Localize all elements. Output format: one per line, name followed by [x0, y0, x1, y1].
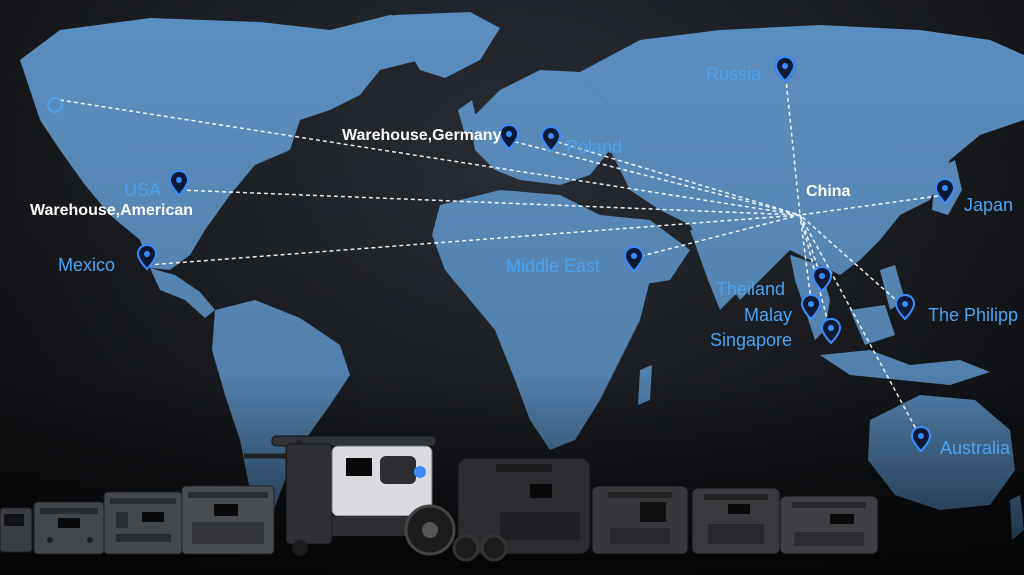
route-mexico	[147, 214, 801, 266]
route-thailand	[799, 214, 823, 281]
label-poland: Poland	[566, 137, 623, 157]
label-japan: Japan	[964, 195, 1014, 215]
label-malay: Malay	[744, 305, 793, 325]
location-pin-icon	[498, 124, 520, 150]
location-pin-icon	[910, 426, 932, 452]
origin-circle-icon	[47, 97, 63, 113]
location-pin-icon	[540, 126, 562, 152]
route-usa	[179, 189, 801, 216]
location-pin-icon	[811, 266, 833, 292]
route-japan	[799, 194, 946, 216]
route-origin-to-hub	[59, 99, 801, 216]
label-singapore: Singapore	[710, 330, 793, 350]
label-middle-east: Middle East	[506, 256, 601, 276]
route-middle-east	[633, 214, 801, 259]
location-pin-icon	[820, 318, 842, 344]
route-germany	[507, 139, 801, 216]
route-philippines	[799, 214, 906, 309]
label-warehouse-american: Warehouse,American	[30, 202, 194, 219]
label-philippines: The Philipp	[928, 305, 1019, 325]
location-pin-icon	[168, 170, 190, 196]
location-pin-icon	[894, 294, 916, 320]
label-australia: Australia	[940, 438, 1011, 458]
label-thailand: Theiland	[716, 279, 786, 299]
route-russia	[784, 69, 801, 216]
location-pin-icon	[774, 56, 796, 82]
label-russia: Russia	[706, 64, 762, 84]
location-pin-icon	[934, 178, 956, 204]
location-pin-icon	[623, 246, 645, 272]
label-mexico: Mexico	[58, 255, 116, 275]
location-pin-icon	[800, 294, 822, 320]
label-china: China	[806, 183, 851, 200]
shipping-routes	[59, 69, 946, 441]
route-malay	[799, 214, 813, 309]
route-australia	[799, 214, 923, 441]
location-pin-icon	[136, 244, 158, 270]
route-poland	[550, 139, 801, 216]
label-warehouse-germany: Warehouse,Germany	[342, 127, 502, 144]
label-usa: USA	[124, 180, 162, 200]
